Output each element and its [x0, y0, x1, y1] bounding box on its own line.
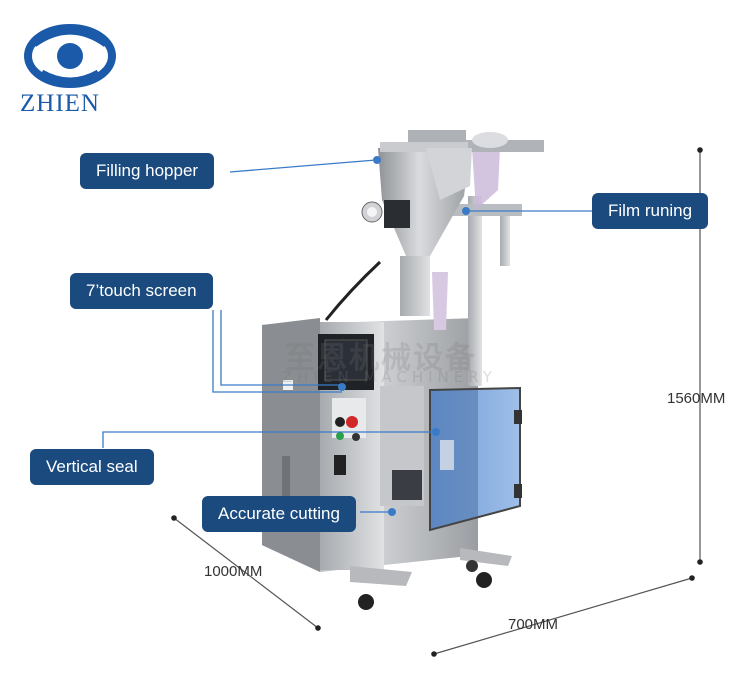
callout-touch-screen: 7’touch screen [70, 273, 213, 309]
logo-icon [24, 24, 116, 88]
brand-name: ZHIEN [20, 90, 100, 117]
dimension-height: 1560MM [667, 390, 726, 407]
callout-film-running: Film runing [592, 193, 709, 229]
callout-accurate-cutting: Accurate cutting [202, 496, 356, 532]
dimension-width: 700MM [508, 616, 559, 633]
dimension-depth: 1000MM [204, 563, 263, 580]
watermark-text: 至恩机械设备 [285, 341, 477, 376]
callout-vertical-seal: Vertical seal [30, 449, 154, 485]
callout-filling-hopper: Filling hopper [80, 153, 215, 189]
watermark-subtext: ZHIEN MACHINERY [282, 368, 497, 386]
